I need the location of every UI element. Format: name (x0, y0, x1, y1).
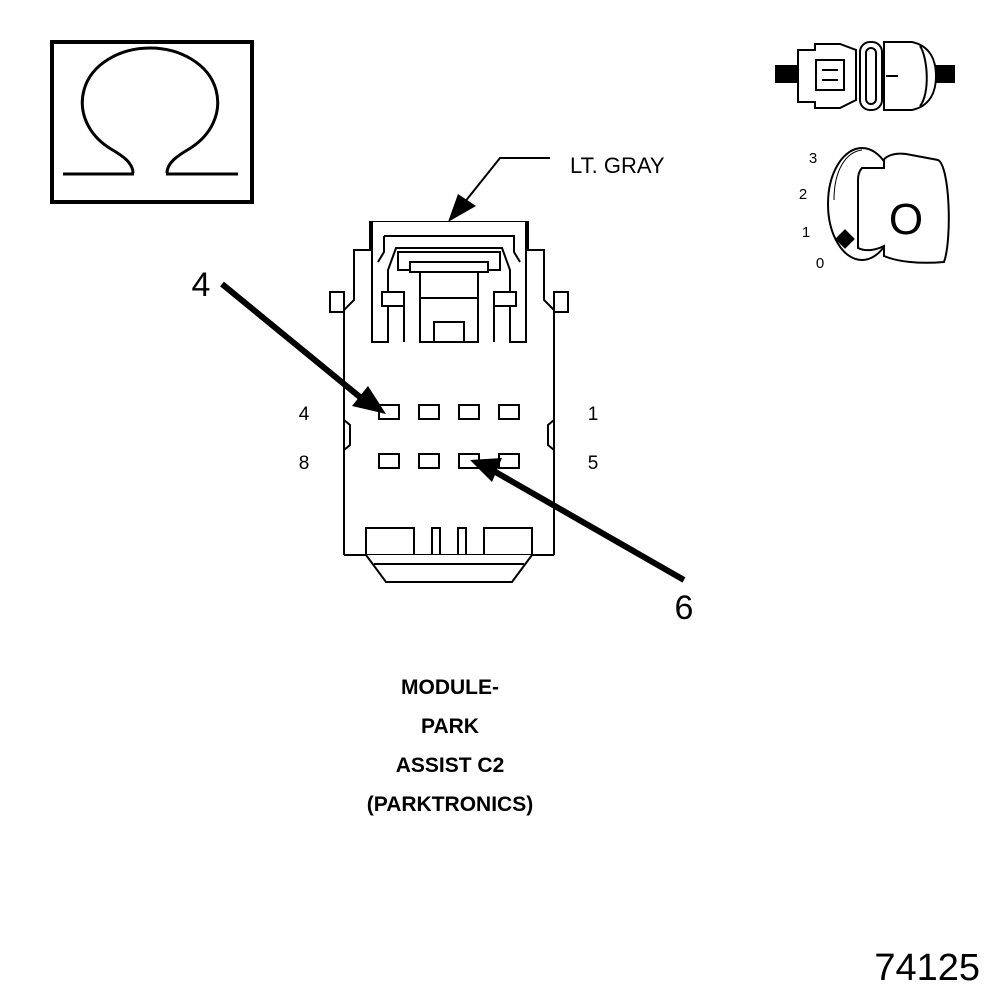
pin-cavity-7 (418, 453, 440, 469)
caption-line: ASSIST C2 (395, 754, 505, 777)
pin-cavity-1 (498, 404, 520, 420)
callout-label-pin-4: 4 (192, 266, 211, 304)
connector-plug-icon (775, 41, 955, 111)
figure-number: 74125 (874, 947, 980, 989)
key-symbol: O (889, 195, 923, 244)
omega-icon (50, 40, 254, 204)
color-callout: LT. GRAY (448, 153, 665, 222)
connector-color-label: LT. GRAY (570, 153, 665, 178)
pin-label-5: 5 (588, 453, 599, 474)
pin-cavity-8 (378, 453, 400, 469)
pin-cavity-2 (458, 404, 480, 420)
callout-arrow-pin-6 (470, 458, 686, 583)
pin-cavity-5 (498, 453, 520, 469)
caption-line: PARK (421, 715, 479, 738)
key-position-1: 1 (802, 224, 810, 241)
callout-arrow-pin-4 (220, 281, 386, 414)
pin-label-8: 8 (299, 453, 310, 474)
key-position-2: 2 (799, 186, 807, 203)
caption-line: (PARKTRONICS) (366, 793, 534, 816)
callout-label-pin-6: 6 (675, 589, 694, 627)
pin-label-1: 1 (588, 404, 599, 425)
ignition-key-icon: O 3 2 1 0 (799, 147, 950, 272)
connector-body (329, 221, 569, 583)
key-position-3: 3 (809, 150, 817, 167)
pin-cavity-3 (418, 404, 440, 420)
pin-label-4: 4 (299, 404, 310, 425)
connector-caption: MODULE- PARK ASSIST C2 (PARKTRONICS) (300, 668, 600, 824)
caption-line: MODULE- (401, 676, 499, 699)
key-position-0: 0 (816, 255, 824, 272)
